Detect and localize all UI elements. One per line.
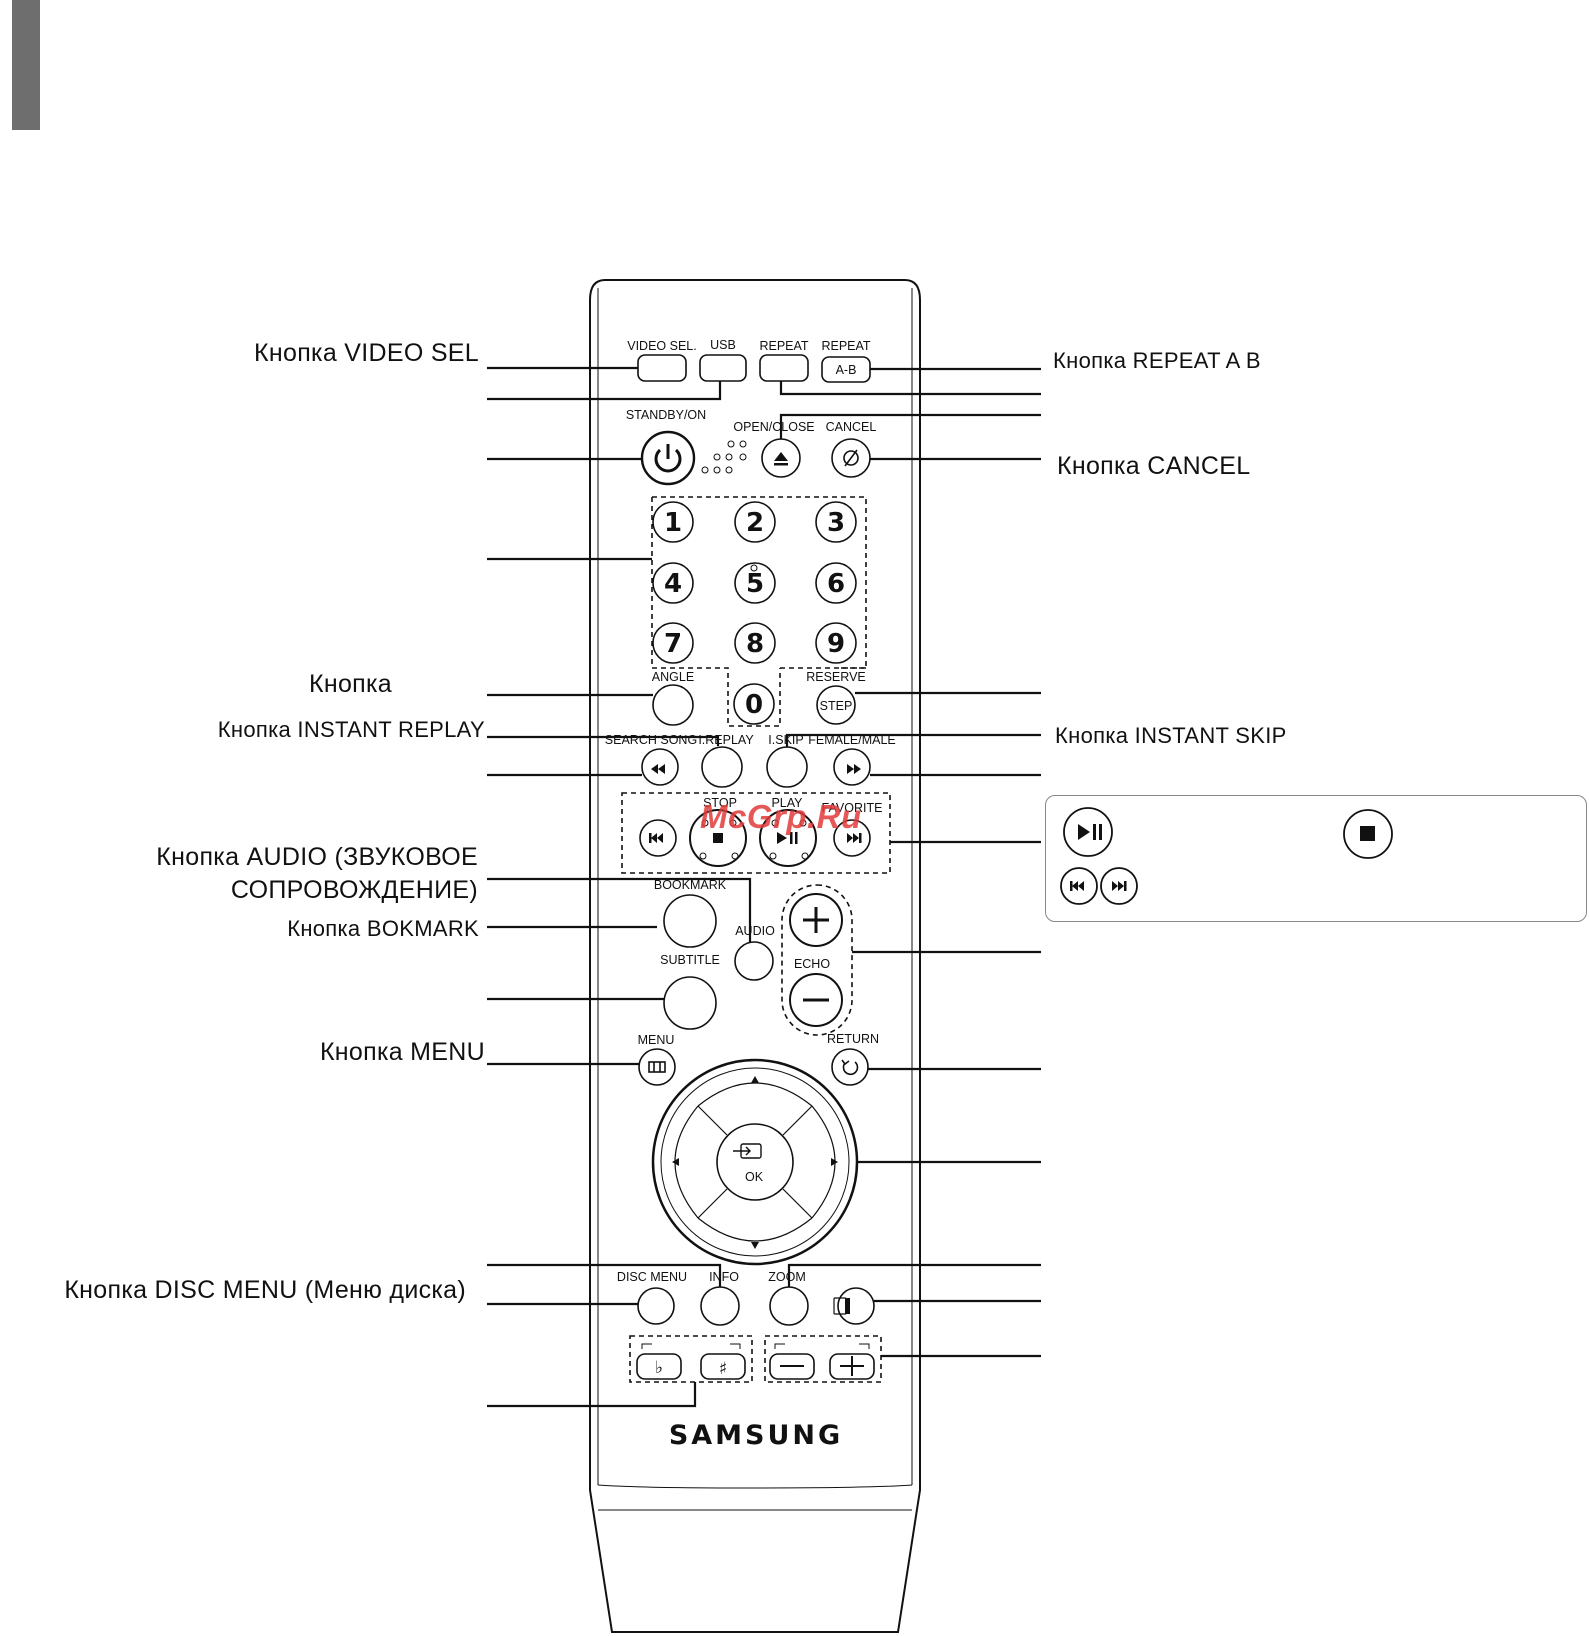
audio-key — [734, 941, 774, 981]
return-key — [831, 1048, 869, 1086]
repeat-ab-caption: REPEAT — [821, 339, 870, 353]
label-audio-1: Кнопка AUDIO (ЗВУКОВОЕ — [156, 843, 478, 871]
label-cancel: Кнопка CANCEL — [1057, 452, 1251, 480]
dpad — [651, 1058, 859, 1266]
digit-5: 5 — [746, 569, 764, 599]
stop-key — [689, 809, 747, 867]
menu-key — [638, 1048, 676, 1086]
digit-6: 6 — [827, 569, 845, 599]
info-caption: INFO — [709, 1270, 739, 1284]
repeat-caption: REPEAT — [759, 339, 808, 353]
open-close-caption: OPEN/CLOSE — [733, 420, 814, 434]
cancel-caption: CANCEL — [826, 420, 877, 434]
label-video-sel: Кнопка VIDEO SEL — [254, 339, 479, 367]
label-audio-2: СОПРОВОЖДЕНИЕ) — [230, 876, 478, 904]
search-song-caption: SEARCH SONG — [605, 733, 697, 747]
info-key — [700, 1286, 740, 1326]
angle-caption: ANGLE — [652, 670, 694, 684]
sharp-symbol: ♯ — [719, 1359, 727, 1379]
legend-icons — [1060, 807, 1393, 905]
female-male-caption: FEMALE/MALE — [808, 733, 896, 747]
brand-logo: SAMSUNG — [669, 1420, 843, 1451]
bookmark-key — [663, 894, 717, 948]
exit-key — [837, 1287, 875, 1325]
minus-key — [769, 1353, 815, 1380]
favorite-caption: FAVORITE — [822, 801, 883, 815]
echo-plus-key — [789, 893, 843, 947]
play-key — [759, 809, 817, 867]
digit-2: 2 — [746, 508, 764, 538]
echo-caption: ECHO — [794, 957, 830, 971]
digit-4: 4 — [664, 569, 682, 599]
step-key — [816, 685, 856, 725]
ok-label: OK — [745, 1170, 764, 1184]
digit-8: 8 — [746, 629, 764, 659]
label-angle: Кнопка — [308, 670, 392, 698]
subtitle-caption: SUBTITLE — [660, 953, 720, 967]
label-instant-replay: Кнопка INSTANT REPLAY — [217, 717, 485, 742]
audio-caption: AUDIO — [735, 924, 775, 938]
remote-body — [589, 279, 921, 1633]
flat-key — [636, 1353, 682, 1380]
video-sel-caption: VIDEO SEL. — [627, 339, 696, 353]
ab-key-label: A-B — [836, 363, 857, 377]
play-caption: PLAY — [771, 796, 803, 810]
return-caption: RETURN — [827, 1032, 879, 1046]
ok-key — [716, 1123, 794, 1201]
flat-symbol: ♭ — [655, 1358, 663, 1378]
stop-caption: STOP — [703, 796, 737, 810]
bookmark-caption: BOOKMARK — [654, 878, 727, 892]
angle-key — [652, 684, 694, 726]
digit-3: 3 — [827, 508, 845, 538]
digit-9: 9 — [827, 629, 845, 659]
video-sel-key — [637, 354, 687, 382]
repeat-key — [759, 354, 809, 382]
i-replay-key — [701, 746, 743, 788]
plus-key — [829, 1353, 875, 1380]
zoom-key — [769, 1286, 809, 1326]
label-instant-skip: Кнопка INSTANT SKIP — [1055, 723, 1287, 748]
digit-keys — [652, 501, 857, 725]
disc-menu-key — [637, 1287, 675, 1325]
corner-tab — [12, 0, 40, 130]
digit-1: 1 — [664, 508, 682, 538]
i-replay-caption: I.REPLAY — [698, 733, 754, 747]
digit-0: 0 — [745, 690, 763, 720]
label-menu: Кнопка MENU — [319, 1038, 485, 1066]
label-bookmark: Кнопка BOKMARK — [287, 916, 479, 941]
female-male-key — [833, 748, 871, 786]
sharp-key — [700, 1353, 746, 1380]
usb-caption: USB — [710, 338, 736, 352]
zoom-caption: ZOOM — [768, 1270, 806, 1284]
digit-7: 7 — [664, 629, 682, 659]
usb-key — [699, 354, 747, 382]
label-disc-menu: Кнопка DISC MENU (Меню диска) — [64, 1276, 466, 1304]
subtitle-key — [663, 976, 717, 1030]
step-key-label: STEP — [820, 699, 853, 713]
next-key — [833, 819, 871, 857]
label-repeat-ab: Кнопка REPEAT A B — [1053, 348, 1261, 373]
disc-menu-caption: DISC MENU — [617, 1270, 687, 1284]
watermark: McGrp.Ru — [700, 798, 862, 835]
menu-caption: MENU — [638, 1033, 675, 1047]
echo-minus-key — [789, 973, 843, 1027]
i-skip-key — [766, 746, 808, 788]
search-song-key — [641, 748, 679, 786]
standby-caption: STANDBY/ON — [626, 408, 706, 422]
prev-key — [639, 819, 677, 857]
reserve-caption: RESERVE — [806, 670, 866, 684]
legend-box — [1045, 795, 1587, 922]
leader-lines — [487, 366, 1041, 1408]
